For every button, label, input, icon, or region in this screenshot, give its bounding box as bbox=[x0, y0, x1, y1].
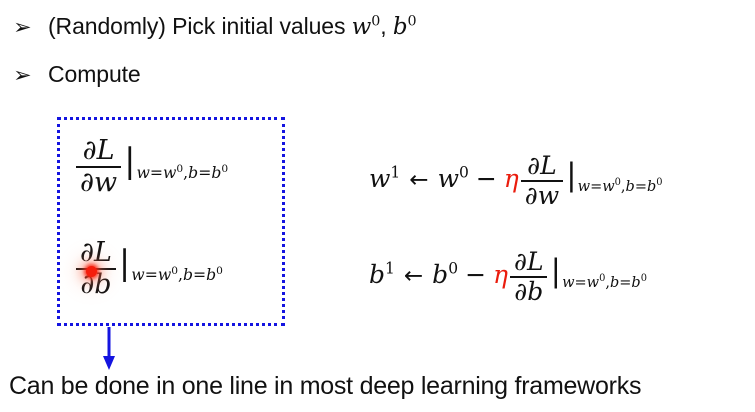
fraction-numerator: ∂L bbox=[80, 237, 112, 268]
arrowhead-bullet-icon: ➢ bbox=[13, 16, 32, 39]
math-var-b0: b0 bbox=[392, 13, 417, 40]
bullet-item-initial-values-label: (Randomly) Pick initial values w0, b0 bbox=[48, 13, 417, 40]
equation-lhs: b1 bbox=[369, 259, 395, 290]
equation-bias-update: b1 ← b0−η ∂L ∂b |w=w0,b=b0 bbox=[369, 249, 647, 304]
fraction-numerator: ∂L bbox=[514, 247, 544, 276]
evaluation-subscript: w=w0,b=b0 bbox=[131, 264, 223, 285]
expression-partial-L-partial-w: ∂L ∂w |w=w0,b=b0 bbox=[76, 137, 228, 196]
minus-sign: − bbox=[475, 164, 497, 194]
down-arrow-icon bbox=[103, 327, 115, 370]
evaluation-subscript: w=w0,b=b0 bbox=[562, 273, 647, 292]
learning-rate-eta: η bbox=[493, 260, 508, 290]
arrowhead-bullet-icon: ➢ bbox=[13, 64, 32, 87]
left-arrow-icon: ← bbox=[403, 263, 424, 290]
evaluation-bar: | bbox=[124, 140, 136, 180]
evaluation-bar: | bbox=[118, 242, 131, 282]
gradient-highlight-box bbox=[57, 117, 285, 326]
bullet-item-initial-values: ➢ (Randomly) Pick initial values w0, b0 bbox=[13, 13, 417, 40]
bullet-item-compute-label: Compute bbox=[48, 61, 141, 87]
bullet-text-separator: , bbox=[380, 13, 393, 39]
fraction-dL-dw: ∂L ∂w bbox=[76, 135, 122, 197]
evaluation-bar: | bbox=[550, 253, 562, 290]
evaluation-subscript: w=w0,b=b0 bbox=[577, 177, 663, 196]
laser-pointer-dot-icon bbox=[86, 266, 97, 277]
fraction-denominator: ∂w bbox=[520, 179, 564, 209]
fraction-dL-db: ∂L ∂b bbox=[510, 249, 548, 304]
caption-text: Can be done in one line in most deep lea… bbox=[9, 372, 642, 400]
fraction-numerator: ∂L bbox=[527, 151, 557, 180]
learning-rate-eta: η bbox=[503, 164, 519, 194]
equation-weight-update: w1 ← w0−η ∂L ∂w |w=w0,b=b0 bbox=[369, 153, 663, 208]
fraction-denominator: ∂b bbox=[510, 275, 548, 305]
bullet-item-compute: ➢ Compute bbox=[13, 61, 141, 87]
evaluation-subscript: w=w0,b=b0 bbox=[136, 162, 229, 183]
evaluation-bar: | bbox=[566, 157, 577, 194]
expression-partial-L-partial-b: ∂L ∂b |w=w0,b=b0 bbox=[76, 239, 223, 298]
fraction-dL-dw: ∂L ∂w bbox=[520, 151, 564, 209]
equation-rhs-term: w0 bbox=[437, 163, 469, 194]
fraction-numerator: ∂L bbox=[82, 135, 115, 166]
left-arrow-icon: ← bbox=[409, 167, 429, 194]
minus-sign: − bbox=[465, 260, 487, 290]
equation-lhs: w1 bbox=[369, 163, 401, 194]
bullet-text-prefix: (Randomly) Pick initial values bbox=[48, 13, 352, 39]
fraction-dL-db: ∂L ∂b bbox=[76, 239, 116, 298]
fraction-denominator: ∂w bbox=[76, 165, 122, 197]
equation-rhs-term: b0 bbox=[432, 259, 459, 290]
math-var-w0: w0 bbox=[351, 13, 381, 40]
